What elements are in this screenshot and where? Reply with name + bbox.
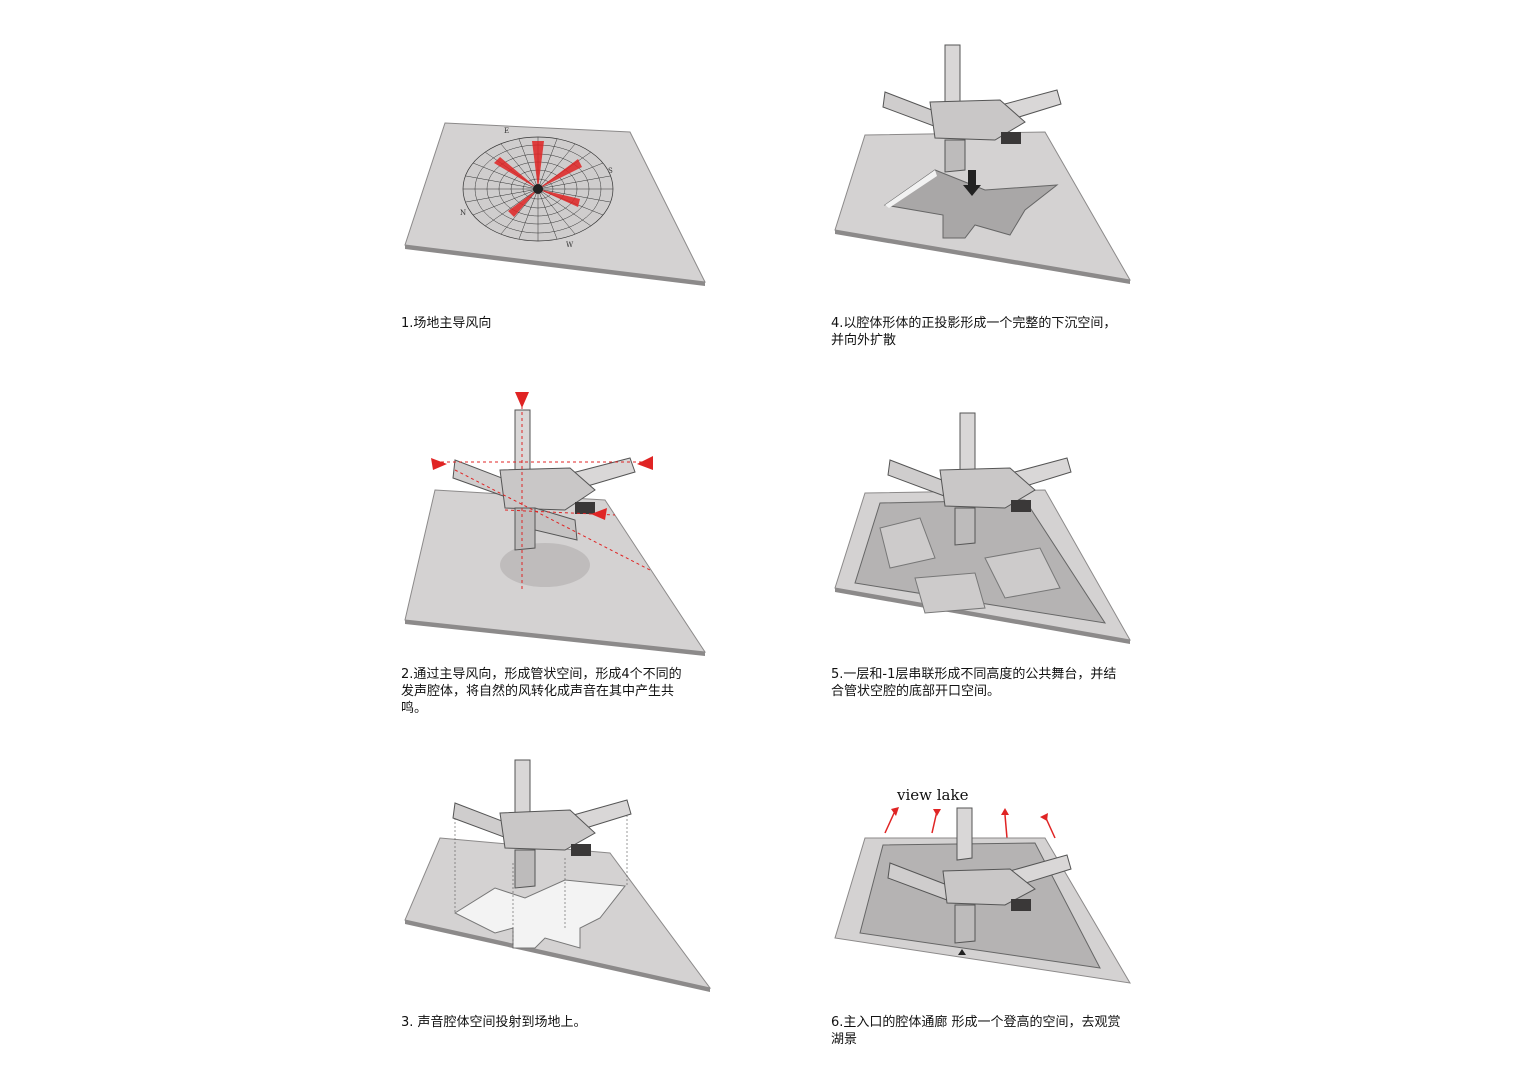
- wind-rose: E S N W: [460, 127, 614, 249]
- sound-cavities-mass: [452, 409, 636, 551]
- caption-2: 2.通过主导风向，形成管状空间，形成4个不同的 发声腔体，将自然的风转化成声音在…: [401, 667, 682, 716]
- sound-cavities-mass: [887, 412, 1072, 546]
- down-arrow: [963, 170, 981, 196]
- site-edge: [405, 620, 705, 656]
- site-edge: [405, 245, 705, 286]
- caption-5: 5.一层和-1层串联形成不同高度的公共舞台，并结 合管状空腔的底部开口空间。: [831, 667, 1117, 699]
- view-lake-label: view lake: [896, 786, 969, 804]
- entrance-marker: [958, 949, 966, 955]
- sound-cavities-mass: [887, 807, 1072, 944]
- compass-w: W: [566, 241, 574, 249]
- sound-cavities-mass: [882, 44, 1062, 173]
- projection-lines: [454, 803, 628, 948]
- caption-3: 3. 声音腔体空间投射到场地上。: [401, 1015, 587, 1030]
- compass-e: E: [504, 127, 509, 135]
- caption-4: 4.以腔体形体的正投影形成一个完整的下沉空间， 并向外扩散: [831, 316, 1117, 348]
- site-edge: [405, 920, 710, 992]
- arrow-top: [515, 392, 529, 408]
- caption-1: 1.场地主导风向: [401, 316, 492, 331]
- tube-cavities-diagram: [404, 392, 706, 656]
- site-edge: [835, 230, 1130, 284]
- stage-platforms: [879, 517, 1061, 614]
- panel-2: 2.通过主导风向，形成管状空间，形成4个不同的 发声腔体，将自然的风转化成声音在…: [395, 390, 725, 720]
- arrow-right: [637, 456, 653, 470]
- view-arrows: [884, 807, 1056, 839]
- panel-5: 5.一层和-1层串联形成不同高度的公共舞台，并结 合管状空腔的底部开口空间。: [825, 408, 1155, 718]
- public-stage-diagram: [834, 412, 1131, 644]
- wind-rose-diagram: E S N W: [404, 122, 706, 286]
- panel-6: view lake 6.主入口的腔体通廊 形成一个登高的空间，去观赏 湖景: [825, 783, 1155, 1073]
- compass-s: S: [608, 167, 613, 175]
- caption-6: 6.主入口的腔体通廊 形成一个登高的空间，去观赏 湖景: [831, 1015, 1121, 1047]
- panel-4: 4.以腔体形体的正投影形成一个完整的下沉空间， 并向外扩散: [825, 40, 1155, 370]
- panel-3: 3. 声音腔体空间投射到场地上。: [395, 758, 725, 1068]
- panel-1: E S N W 1.场地主导风向: [395, 115, 725, 445]
- arrow-left: [431, 458, 447, 470]
- view-lake-diagram: view lake: [834, 786, 1131, 984]
- site-edge: [835, 588, 1130, 644]
- compass-n: N: [460, 209, 466, 217]
- projection-diagram: [404, 759, 712, 992]
- mass-shadow: [500, 543, 590, 587]
- pit-rim: [885, 170, 937, 208]
- arrow-inner: [591, 508, 607, 520]
- sunken-space-diagram: [834, 44, 1131, 284]
- sound-cavities-mass: [452, 759, 632, 889]
